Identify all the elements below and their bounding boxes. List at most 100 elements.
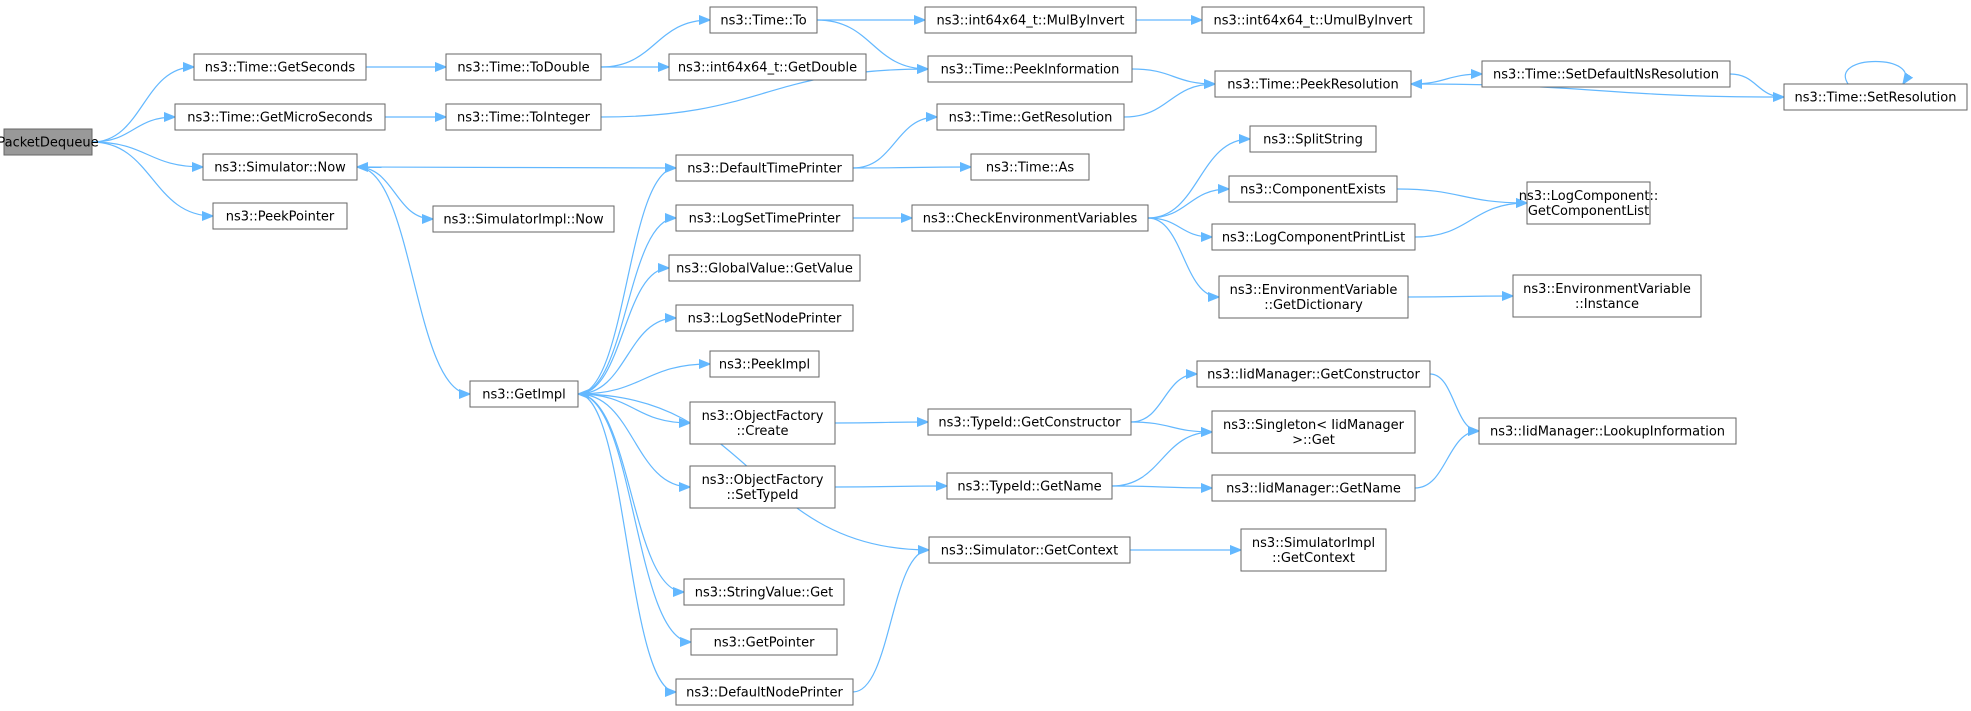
node-label: ns3::Singleton< IidManager xyxy=(1223,418,1405,433)
node-box xyxy=(1211,410,1416,454)
node-box xyxy=(928,536,1131,564)
node-stringvalue-get[interactable]: ns3::StringValue::Get xyxy=(683,578,845,606)
node-box xyxy=(1214,70,1412,98)
node-time-getmicroseconds[interactable]: ns3::Time::GetMicroSeconds xyxy=(174,103,386,131)
node-logcomponent-getcomponentlist[interactable]: ns3::LogComponent::GetComponentList xyxy=(1519,181,1659,225)
node-peekpointer[interactable]: ns3::PeekPointer xyxy=(212,202,348,230)
edge-packetdequeue-to-time-getmicroseconds xyxy=(91,117,175,143)
node-packetdequeue[interactable]: PacketDequeue xyxy=(0,128,99,156)
node-label: ns3::GetImpl xyxy=(482,388,566,403)
edge-typeid-getname-to-singleton-get xyxy=(1111,432,1212,487)
node-envvar-instance[interactable]: ns3::EnvironmentVariable::Instance xyxy=(1512,274,1702,318)
node-box xyxy=(668,254,861,282)
node-time-peekinformation[interactable]: ns3::Time::PeekInformation xyxy=(927,55,1133,83)
node-iidmanager-getname[interactable]: ns3::IidManager::GetName xyxy=(1211,474,1416,502)
edge-time-peekresolution-to-time-setdefaultnsresolution xyxy=(1410,74,1482,85)
edge-time-getresolution-to-time-peekresolution xyxy=(1123,84,1215,118)
node-getpointer[interactable]: ns3::GetPointer xyxy=(690,628,838,656)
node-iidmanager-lookupinformation[interactable]: ns3::IidManager::LookupInformation xyxy=(1478,417,1737,445)
node-label: ns3::Simulator::GetContext xyxy=(941,544,1118,559)
node-box xyxy=(946,472,1113,500)
node-label: ns3::ObjectFactory xyxy=(702,409,824,424)
edge-getimpl-to-defaultnodeprinter xyxy=(577,393,677,692)
node-label: ::GetContext xyxy=(1272,551,1355,566)
edge-getimpl-to-logsetnodeprinter xyxy=(577,318,676,395)
edge-getimpl-to-globalvalue-getvalue xyxy=(577,268,669,395)
edge-envvar-getdictionary-to-envvar-instance xyxy=(1407,296,1513,297)
edge-time-setresolution-to-time-peekresolution xyxy=(1411,84,1785,98)
node-label: ns3::StringValue::Get xyxy=(695,586,833,601)
node-time-getresolution[interactable]: ns3::Time::GetResolution xyxy=(936,103,1125,131)
node-time-todouble[interactable]: ns3::Time::ToDouble xyxy=(445,53,602,81)
node-box xyxy=(212,202,348,230)
node-checkenvvars[interactable]: ns3::CheckEnvironmentVariables xyxy=(911,204,1149,232)
edge-componentexists-to-logcomponent-getcomponentlist xyxy=(1396,188,1527,203)
node-label: ::Create xyxy=(737,424,789,439)
node-splitstring[interactable]: ns3::SplitString xyxy=(1249,125,1377,153)
node-simulator-now[interactable]: ns3::Simulator::Now xyxy=(202,153,358,181)
node-box xyxy=(1211,474,1416,502)
node-time-to[interactable]: ns3::Time::To xyxy=(709,6,818,34)
edge-checkenvvars-to-splitstring xyxy=(1147,139,1250,219)
node-label: ::GetDictionary xyxy=(1264,298,1363,313)
node-label: ns3::PeekPointer xyxy=(226,210,335,225)
node-peekimpl[interactable]: ns3::PeekImpl xyxy=(709,350,820,378)
node-time-setdefaultnsresolution[interactable]: ns3::Time::SetDefaultNsResolution xyxy=(1481,60,1731,88)
node-label: ns3::Time::GetResolution xyxy=(949,111,1113,126)
node-typeid-getconstructor[interactable]: ns3::TypeId::GetConstructor xyxy=(927,408,1132,436)
node-singleton-get[interactable]: ns3::Singleton< IidManager>::Get xyxy=(1211,410,1416,454)
node-box xyxy=(1196,360,1431,388)
node-box xyxy=(445,103,602,131)
edge-checkenvvars-to-envvar-getdictionary xyxy=(1147,217,1219,297)
node-int64-getdouble[interactable]: ns3::int64x64_t::GetDouble xyxy=(668,53,867,81)
node-box xyxy=(683,578,845,606)
node-time-setresolution[interactable]: ns3::Time::SetResolution xyxy=(1783,83,1968,111)
node-typeid-getname[interactable]: ns3::TypeId::GetName xyxy=(946,472,1113,500)
node-box xyxy=(1783,83,1968,111)
node-envvar-getdictionary[interactable]: ns3::EnvironmentVariable::GetDictionary xyxy=(1218,275,1409,319)
node-box xyxy=(193,53,367,81)
node-label: GetComponentList xyxy=(1528,204,1649,219)
edge-defaulttimeprinter-to-time-getresolution xyxy=(852,117,937,169)
node-box xyxy=(689,465,836,509)
node-time-tointeger[interactable]: ns3::Time::ToInteger xyxy=(445,103,602,131)
node-simulator-getcontext[interactable]: ns3::Simulator::GetContext xyxy=(928,536,1131,564)
node-defaultnodeprinter[interactable]: ns3::DefaultNodePrinter xyxy=(675,678,854,706)
node-simulatorimpl-getcontext[interactable]: ns3::SimulatorImpl::GetContext xyxy=(1240,528,1387,572)
node-box xyxy=(445,53,602,81)
node-time-getseconds[interactable]: ns3::Time::GetSeconds xyxy=(193,53,367,81)
edge-defaulttimeprinter-to-time-as xyxy=(852,167,971,168)
node-objectfactory-create[interactable]: ns3::ObjectFactory::Create xyxy=(689,401,836,445)
node-box xyxy=(202,153,358,181)
node-box xyxy=(1481,60,1731,88)
node-simulatorimpl-now[interactable]: ns3::SimulatorImpl::Now xyxy=(432,205,615,233)
node-label: ns3::Time::SetDefaultNsResolution xyxy=(1493,68,1719,83)
node-iidmanager-getconstructor[interactable]: ns3::IidManager::GetConstructor xyxy=(1196,360,1431,388)
node-box xyxy=(174,103,386,131)
edge-time-todouble-to-time-to xyxy=(600,20,710,68)
node-label: ns3::CheckEnvironmentVariables xyxy=(923,212,1138,227)
edge-getimpl-to-peekimpl xyxy=(577,364,710,395)
node-logsettimeprinter[interactable]: ns3::LogSetTimePrinter xyxy=(675,204,854,232)
node-label: ns3::DefaultNodePrinter xyxy=(686,686,843,701)
edge-getimpl-to-stringvalue-get xyxy=(577,393,684,592)
node-box xyxy=(924,6,1137,34)
node-getimpl[interactable]: ns3::GetImpl xyxy=(469,380,579,408)
node-box xyxy=(1526,181,1651,225)
edge-getimpl-to-defaulttimeprinter xyxy=(577,168,676,395)
node-defaulttimeprinter[interactable]: ns3::DefaultTimePrinter xyxy=(675,154,854,182)
node-globalvalue-getvalue[interactable]: ns3::GlobalValue::GetValue xyxy=(668,254,861,282)
edge-checkenvvars-to-componentexists xyxy=(1147,189,1229,219)
node-logsetnodeprinter[interactable]: ns3::LogSetNodePrinter xyxy=(675,304,854,332)
node-logcomponentprintlist[interactable]: ns3::LogComponentPrintList xyxy=(1211,223,1416,251)
node-label: ns3::int64x64_t::MulByInvert xyxy=(936,14,1124,29)
node-time-as[interactable]: ns3::Time::As xyxy=(970,153,1090,181)
node-componentexists[interactable]: ns3::ComponentExists xyxy=(1228,175,1398,203)
node-objectfactory-settypeid[interactable]: ns3::ObjectFactory::SetTypeId xyxy=(689,465,836,509)
node-time-peekresolution[interactable]: ns3::Time::PeekResolution xyxy=(1214,70,1412,98)
node-int64-umulbyinvert[interactable]: ns3::int64x64_t::UmulByInvert xyxy=(1201,6,1425,34)
node-int64-mulbyinvert[interactable]: ns3::int64x64_t::MulByInvert xyxy=(924,6,1137,34)
node-label: ns3::LogSetNodePrinter xyxy=(688,312,842,327)
node-box xyxy=(689,401,836,445)
